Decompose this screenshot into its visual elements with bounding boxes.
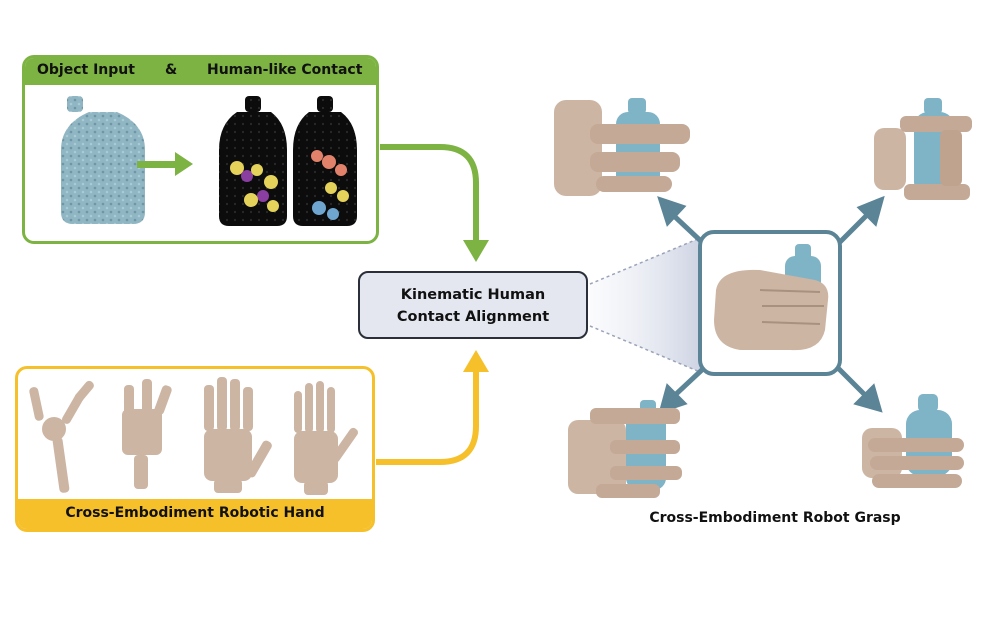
green-arrowhead bbox=[463, 240, 489, 262]
object-input-title: Object Input bbox=[37, 62, 135, 78]
yellow-arrowhead bbox=[463, 350, 489, 372]
green-connector bbox=[380, 144, 479, 242]
robotic-hand-panel: Cross-Embodiment Robotic Hand bbox=[15, 366, 375, 532]
object-contact-illustration bbox=[61, 96, 357, 226]
point-cloud-bottle bbox=[61, 96, 145, 224]
robotic-hands-illustration bbox=[29, 377, 358, 495]
robot-grasp-caption: Cross-Embodiment Robot Grasp bbox=[649, 510, 901, 526]
alignment-line-1: Kinematic Human bbox=[400, 287, 546, 303]
grasp-arrows bbox=[657, 195, 885, 414]
ampersand-label: & bbox=[165, 62, 178, 78]
robotic-hand-title: Cross-Embodiment Robotic Hand bbox=[65, 505, 325, 521]
robotic-hand-2 bbox=[122, 379, 172, 489]
robotic-hand-3 bbox=[204, 377, 272, 493]
alignment-line-2: Contact Alignment bbox=[396, 309, 550, 325]
robot-grasp-bottom-right bbox=[862, 394, 964, 488]
robot-grasp-bottom-left bbox=[568, 400, 682, 498]
input-to-contact-arrow bbox=[137, 152, 193, 176]
contact-bottle-2 bbox=[293, 96, 357, 226]
robotic-hand-footer: Cross-Embodiment Robotic Hand bbox=[18, 499, 372, 529]
robotic-hand-1 bbox=[29, 380, 94, 493]
robot-grasp-top-left bbox=[554, 98, 690, 196]
center-human-hand bbox=[714, 244, 829, 351]
robot-grasp-top-right bbox=[874, 98, 972, 200]
object-contact-panel: Object Input & Human-like Contact bbox=[22, 55, 379, 244]
contact-bottle-1 bbox=[219, 96, 287, 226]
human-contact-title: Human-like Contact bbox=[207, 62, 363, 78]
robotic-hand-4 bbox=[294, 381, 358, 495]
yellow-connector bbox=[376, 370, 479, 465]
object-contact-header: Object Input & Human-like Contact bbox=[25, 58, 376, 85]
contact-alignment-box: Kinematic Human Contact Alignment bbox=[358, 271, 588, 339]
projection-beam bbox=[590, 238, 700, 372]
